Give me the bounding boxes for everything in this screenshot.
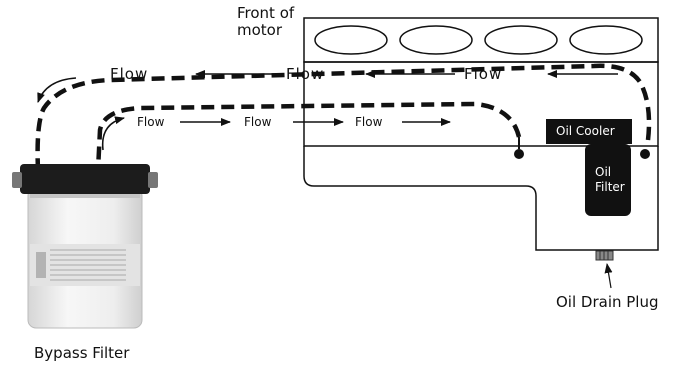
oil-filter-label: Oil Filter (595, 165, 625, 194)
cylinder (399, 25, 473, 55)
line-fitting-left (514, 137, 524, 159)
drain-plug-leader (604, 263, 613, 289)
cylinder-row (314, 25, 643, 55)
supply-line-inner (95, 101, 522, 171)
oil-cooler-label: Oil Cooler (556, 124, 615, 138)
cylinder (569, 25, 643, 55)
flow-label-middle: Flow (355, 115, 383, 129)
flow-label-top: Flow (110, 65, 149, 83)
flow-label-top: Flow (464, 65, 503, 83)
flow-label-middle: Flow (244, 115, 272, 129)
line-fitting-right (640, 149, 650, 159)
flow-label-middle: Flow (137, 115, 165, 129)
bypass-filter-label: Bypass Filter (34, 344, 130, 362)
oil-drain-plug-label: Oil Drain Plug (556, 293, 659, 311)
front-of-motor-label: Front of motor (237, 4, 295, 39)
oil-filter-block (585, 144, 631, 216)
curve-arrow-outer (37, 77, 77, 103)
cylinder (484, 25, 558, 55)
cylinder (314, 25, 388, 55)
curve-arrow-inner (101, 116, 125, 151)
bypass-filter-canister (12, 164, 158, 329)
engine-block (303, 17, 659, 251)
oil-cooler-block (546, 119, 632, 144)
return-line-outer (35, 63, 652, 171)
drain-plug-icon (595, 250, 614, 261)
flow-label-top: Flow (286, 65, 325, 83)
